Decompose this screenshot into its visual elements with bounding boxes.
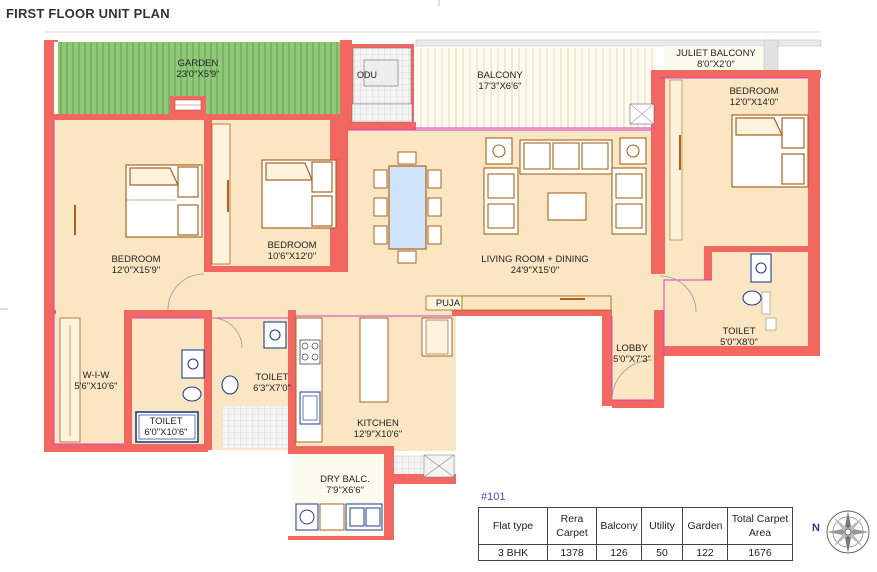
cell-flat-type: 3 BHK: [478, 544, 548, 561]
flat-number: #101: [481, 491, 506, 503]
bed-bedroom-2: [261, 159, 337, 229]
header-balcony: Balcony: [596, 507, 642, 545]
bed-bedroom-1: [125, 164, 203, 238]
dining-table: [373, 151, 442, 264]
cell-utility: 50: [641, 544, 683, 561]
compass-north-label: N: [812, 522, 820, 534]
dry-balcony-fixtures: [295, 503, 383, 531]
kitchen-counter: [295, 317, 453, 443]
compass-icon: [826, 510, 870, 554]
cell-total-carpet-area: 1676: [727, 544, 793, 561]
area-table-header-row: Flat type Rera Carpet Balcony Utility Ga…: [478, 507, 793, 545]
area-table: Flat type Rera Carpet Balcony Utility Ga…: [478, 507, 793, 561]
header-total-carpet-area: Total Carpet Area: [727, 507, 793, 545]
table-row: 3 BHK 1378 126 50 122 1676: [478, 544, 793, 561]
header-rera-carpet: Rera Carpet: [547, 507, 597, 545]
odu-label: ODU: [357, 70, 377, 80]
bathroom-fixtures: [135, 253, 772, 443]
cell-balcony: 126: [596, 544, 642, 561]
sofa-set: [483, 137, 647, 235]
door-swings: [167, 273, 697, 401]
balcony-area: [416, 48, 656, 128]
header-garden: Garden: [682, 507, 728, 545]
page-title: FIRST FLOOR UNIT PLAN: [6, 6, 170, 21]
cell-rera-carpet: 1378: [547, 544, 597, 561]
room-label-dry-balcony: DRY BALC.7'9"X6'6": [320, 474, 370, 496]
header-flat-type: Flat type: [478, 507, 548, 545]
room-label-puja: PUJA: [435, 298, 461, 309]
header-utility: Utility: [641, 507, 683, 545]
cell-garden: 122: [682, 544, 728, 561]
bed-master-bedroom: [731, 114, 809, 188]
